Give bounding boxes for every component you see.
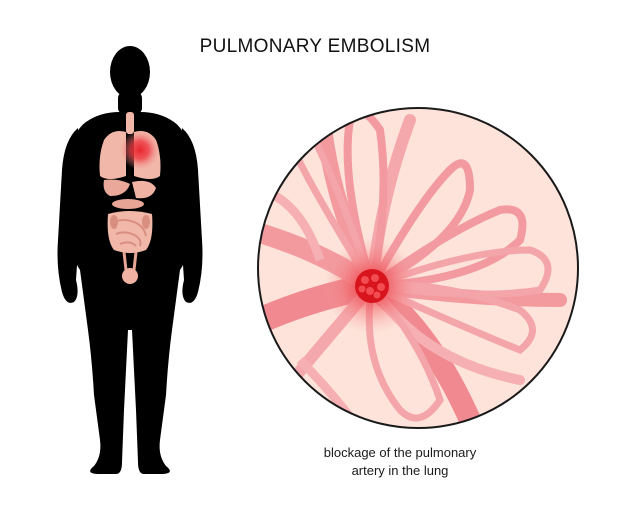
ureters — [122, 251, 138, 271]
body-silhouette — [57, 46, 203, 474]
magnifier-border — [257, 107, 579, 429]
diagram-caption: blockage of the pulmonary artery in the … — [300, 444, 500, 480]
bladder — [122, 268, 138, 284]
trachea — [126, 112, 134, 134]
embolism-lesion-marker — [120, 130, 160, 170]
internal-organs — [99, 112, 161, 284]
blood-clot — [355, 269, 389, 303]
diagram-title: PULMONARY EMBOLISM — [199, 36, 431, 57]
left-kidney — [110, 215, 118, 229]
liver — [103, 179, 130, 196]
right-kidney — [142, 215, 150, 229]
caption-line-2: artery in the lung — [351, 463, 449, 478]
pancreas — [112, 199, 144, 209]
intestine-folds — [113, 219, 147, 247]
stomach — [132, 180, 156, 199]
caption-line-1: blockage of the pulmonary — [323, 445, 477, 460]
left-lung — [99, 131, 126, 179]
magnified-lung-view — [257, 107, 579, 429]
